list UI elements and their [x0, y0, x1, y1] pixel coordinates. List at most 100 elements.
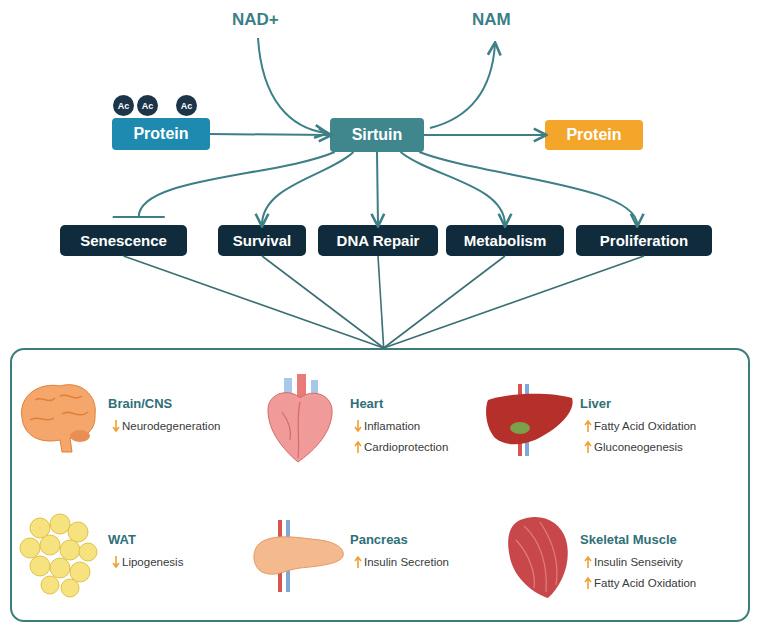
connector: [377, 152, 378, 225]
acetyl-circle: Ac: [113, 95, 134, 116]
artery-shape: [297, 374, 306, 398]
inhibition-connector: [113, 152, 335, 217]
effect-text: Gluconeogenesis: [594, 440, 683, 454]
connector-line: [262, 152, 354, 225]
organ-heading: WAT: [108, 532, 136, 547]
heart-lines: [282, 402, 300, 458]
connector: [262, 256, 384, 348]
node-label: Survival: [233, 232, 291, 249]
connector: [124, 256, 384, 348]
up-arrow: [355, 442, 361, 453]
down-arrow: [113, 556, 119, 567]
effect-text: Fatty Acid Oxidation: [594, 576, 696, 590]
effect-text: Insulin Senseivity: [594, 555, 683, 569]
inhibition-bar: [113, 216, 165, 218]
acetyl-circle: Ac: [176, 95, 197, 116]
pancreas-icon: [254, 520, 343, 592]
up-arrow: [585, 442, 591, 453]
organ-heading: Liver: [580, 396, 611, 411]
brain-folds: [30, 395, 88, 420]
product-box: Protein: [545, 120, 643, 150]
gallbladder-shape: [510, 422, 530, 434]
fat-cell: [61, 579, 79, 597]
connector-line: [384, 256, 505, 348]
organ-heading: Brain/CNS: [108, 396, 172, 411]
effect-text: Lipogenesis: [122, 555, 183, 569]
connector: [401, 152, 506, 225]
effect-text: Cardioprotection: [364, 440, 448, 454]
connector-line: [419, 152, 637, 225]
connector-line: [210, 134, 330, 135]
connector: [384, 256, 505, 348]
cerebellum-shape: [70, 430, 90, 442]
node-label: Ac: [181, 101, 193, 111]
molecule-label: NAD+: [232, 10, 279, 30]
product-arrow: [430, 44, 495, 128]
node-label: Proliferation: [600, 232, 688, 249]
connector-line: [424, 134, 545, 136]
down-arrow: [355, 420, 361, 431]
fat-cell: [50, 558, 70, 578]
organ-heading: Pancreas: [350, 532, 408, 547]
heart-shape: [268, 393, 332, 462]
effect-text: Inflamation: [364, 419, 420, 433]
fat-cell: [40, 535, 60, 555]
process-box: Senescence: [60, 225, 187, 256]
muscle-fibers: [516, 522, 557, 592]
brain-icon: [22, 385, 96, 452]
fat-icon: [20, 514, 97, 597]
fat-cell: [68, 522, 88, 542]
connector: [262, 152, 354, 225]
process-box: Survival: [218, 225, 306, 256]
up-arrow: [585, 557, 591, 568]
connector-line: [377, 152, 378, 225]
heart-icon: [268, 374, 332, 462]
fat-cell: [20, 538, 40, 558]
node-label: Ac: [118, 101, 130, 111]
connector: [419, 152, 637, 225]
fat-cell: [41, 576, 59, 594]
process-box: DNA Repair: [318, 225, 438, 256]
enzyme-box: Sirtuin: [330, 118, 424, 152]
effect-text: Neurodegeneration: [122, 419, 220, 433]
organ-heading: Skeletal Muscle: [580, 532, 677, 547]
down-arrow: [113, 420, 119, 431]
connector: [424, 135, 545, 136]
node-label: Protein: [566, 126, 621, 144]
connector-line: [378, 256, 384, 348]
fat-cell: [50, 514, 70, 534]
effect-text: Fatty Acid Oxidation: [594, 419, 696, 433]
acetyl-circle: Ac: [137, 95, 158, 116]
brain-shape: [22, 385, 96, 452]
connector-line: [124, 256, 384, 348]
node-label: Senescence: [80, 232, 167, 249]
cofactor-arrow: [258, 38, 326, 133]
node-label: Ac: [142, 101, 154, 111]
organ-panel: Brain/CNS Neurodegeneration HeartInflamati…: [10, 348, 750, 622]
connector: [210, 134, 330, 135]
node-label: DNA Repair: [337, 232, 420, 249]
connector-line: [384, 256, 644, 348]
effect-text: Insulin Secretion: [364, 555, 449, 569]
organ-heading: Heart: [350, 396, 383, 411]
up-arrow: [585, 421, 591, 432]
process-box: Proliferation: [576, 225, 712, 256]
connector-line: [262, 256, 384, 348]
pancreas-shape: [254, 537, 343, 574]
fat-cell: [30, 556, 50, 576]
connector-line: [401, 152, 506, 225]
node-label: Sirtuin: [352, 126, 403, 144]
node-label: Metabolism: [464, 232, 547, 249]
fat-cell: [60, 540, 80, 560]
molecule-label: NAM: [472, 10, 511, 30]
muscle-shape: [508, 517, 568, 598]
muscle-icon: [508, 517, 568, 598]
substrate-box: Protein: [112, 118, 210, 150]
process-box: Metabolism: [446, 225, 564, 256]
fat-cell: [79, 543, 97, 561]
up-arrow: [355, 557, 361, 568]
connector: [384, 256, 644, 348]
up-arrow: [585, 578, 591, 589]
node-label: Protein: [133, 125, 188, 143]
